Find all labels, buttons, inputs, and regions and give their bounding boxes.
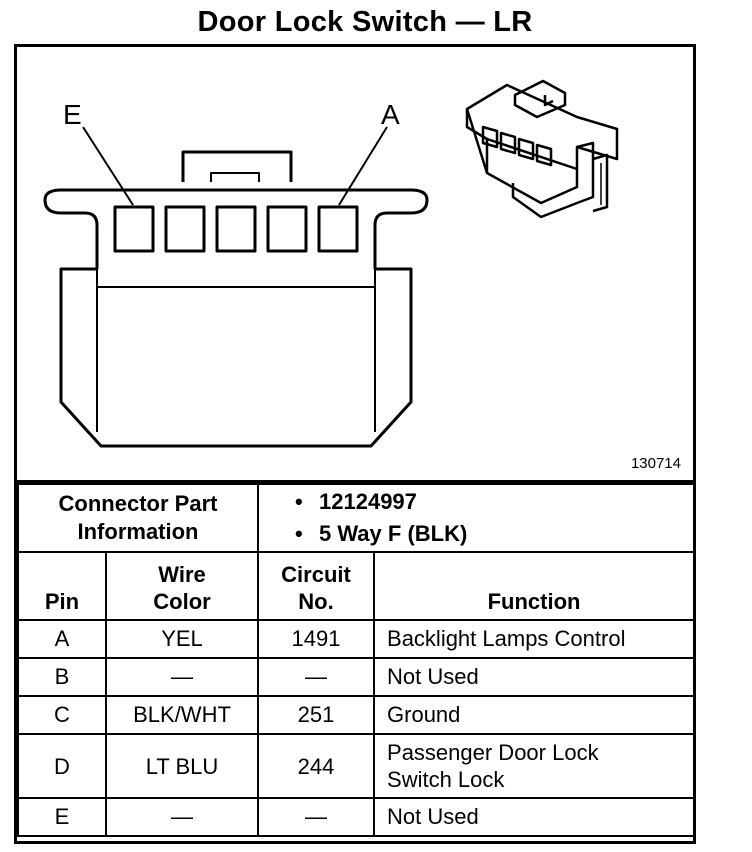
leader-line-e	[82, 126, 134, 206]
connector-type: •5 Way F (BLK)	[295, 521, 468, 546]
connector-info-label-line1: Connector Part	[58, 491, 218, 516]
cell-function: Not Used	[373, 797, 696, 837]
pinout-table: Connector Part Information •12124997 •5 …	[16, 483, 696, 837]
figure-number: 130714	[630, 455, 681, 472]
cell-circuit: —	[257, 657, 376, 697]
connector-info-label: Connector Part Information	[16, 483, 260, 553]
table-row: C BLK/WHT 251 Ground	[17, 695, 696, 735]
cell-function: Backlight Lamps Control	[373, 619, 696, 659]
pin-cavity-d	[164, 205, 206, 253]
cell-wire-color: LT BLU	[104, 733, 260, 799]
connector-isometric	[465, 79, 619, 219]
pin-cavity-b	[266, 205, 308, 253]
cell-wire-color: —	[104, 797, 260, 837]
page-title: Door Lock Switch — LR	[197, 6, 533, 38]
connector-info-row: Connector Part Information •12124997 •5 …	[16, 483, 696, 553]
cell-circuit: 1491	[257, 619, 376, 659]
connector-latch	[181, 150, 293, 182]
header-function: Function	[373, 551, 696, 621]
pin-label-a: A	[381, 99, 400, 130]
table-row: A YEL 1491 Backlight Lamps Control	[17, 619, 696, 659]
pin-cavity-a	[317, 205, 359, 253]
cell-pin: E	[17, 797, 107, 837]
connector-info-values: •12124997 •5 Way F (BLK)	[257, 483, 696, 553]
connector-flange	[43, 188, 429, 269]
connector-info-label-line2: Information	[77, 519, 199, 544]
connector-body	[59, 267, 413, 448]
pin-cavity-c	[215, 205, 257, 253]
table-header-row: Pin Wire Color Circuit No. Function	[17, 551, 696, 621]
cell-function: Ground	[373, 695, 696, 735]
cell-pin: B	[17, 657, 107, 697]
connector-drawing	[43, 79, 619, 448]
cell-pin: D	[17, 733, 107, 799]
cell-circuit: —	[257, 797, 376, 837]
leader-line-a	[338, 126, 388, 206]
table-row: B — — Not Used	[17, 657, 696, 697]
header-wire-color: Wire Color	[104, 551, 260, 621]
connector-figure: E A 130714	[17, 47, 693, 483]
cell-wire-color: YEL	[104, 619, 260, 659]
connector-part-number: •12124997	[295, 489, 417, 514]
cell-wire-color: —	[104, 657, 260, 697]
cell-circuit: 251	[257, 695, 376, 735]
cell-function: Not Used	[373, 657, 696, 697]
header-circuit-no: Circuit No.	[257, 551, 376, 621]
cell-function: Passenger Door Lock Switch Lock	[373, 733, 696, 799]
cell-wire-color: BLK/WHT	[104, 695, 260, 735]
table-row: E — — Not Used	[17, 797, 696, 837]
cell-pin: A	[17, 619, 107, 659]
header-pin: Pin	[17, 551, 107, 621]
diagram-frame: E A 130714 Connector Part Information •1…	[14, 44, 696, 844]
cell-circuit: 244	[257, 733, 376, 799]
pin-label-e: E	[63, 99, 82, 130]
pin-cavity-e	[113, 205, 155, 253]
cell-pin: C	[17, 695, 107, 735]
table-row: D LT BLU 244 Passenger Door Lock Switch …	[17, 733, 696, 799]
